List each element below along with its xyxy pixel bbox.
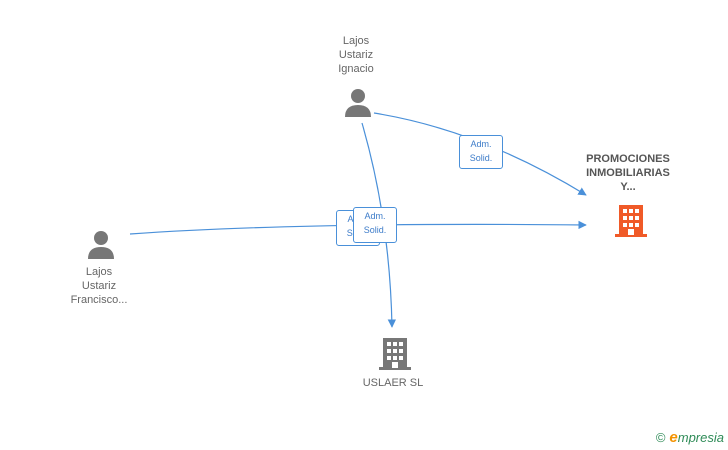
edge-left-to-main [129, 220, 587, 235]
person-left-label[interactable]: Lajos Ustariz Francisco... [70, 266, 128, 306]
brand-logo: empresia [669, 429, 724, 446]
building-icon[interactable] [615, 203, 647, 237]
person-icon[interactable] [87, 230, 115, 260]
brand-footer[interactable]: © empresia [656, 429, 724, 446]
building-icon[interactable] [379, 336, 411, 370]
company-bottom-label[interactable]: USLAER SL [362, 377, 424, 389]
copyright-symbol: © [655, 430, 666, 445]
edge-badge-top-to-main[interactable]: Adm. Solid. [459, 135, 503, 169]
person-icon[interactable] [344, 88, 372, 118]
company-main-label[interactable]: PROMOCIONES INMOBILIARIAS Y... [586, 153, 670, 193]
edge-badge-top-to-bottom[interactable]: Adm. Solid. [353, 207, 397, 243]
person-top-label[interactable]: Lajos Ustariz Ignacio [338, 35, 374, 75]
